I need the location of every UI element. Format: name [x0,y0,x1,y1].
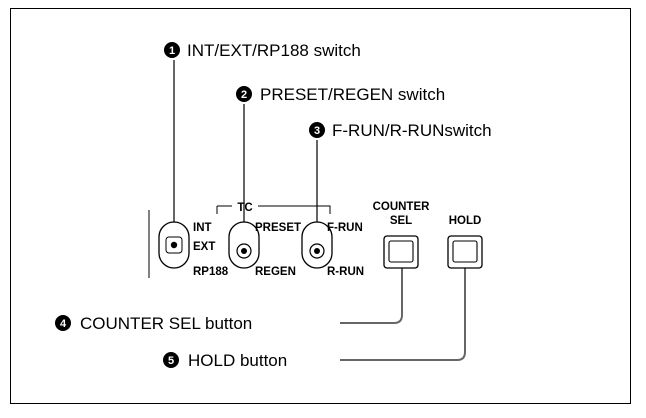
hold-label: HOLD [449,215,482,227]
int-label: INT [193,222,212,234]
callout-3-badge [309,122,325,138]
hold-button[interactable] [447,235,483,269]
callout-2-badge [236,86,252,102]
switch-2-lever [241,248,247,254]
callout-5-label: HOLD button [188,351,287,370]
callout-1-badge [164,42,180,58]
callout-4: 4 COUNTER SEL button [55,314,252,333]
leader-line-5 [340,260,466,361]
callout-1-number: 1 [169,45,175,57]
leader-lines [173,60,466,361]
switch-1-lever [170,241,178,249]
tc-group-label: TC [237,202,252,214]
regen-label: REGEN [255,266,296,278]
callout-1-label: INT/EXT/RP188 switch [187,41,361,60]
hold-button-inner [452,240,478,263]
callout-2-label: PRESET/REGEN switch [260,85,445,104]
callout-2: 2 PRESET/REGEN switch [236,85,445,104]
counter-sel-label-line2: SEL [390,215,412,227]
counter-sel-button[interactable] [383,235,419,269]
callout-5: 5 HOLD button [163,351,287,370]
r-run-label: R-RUN [327,266,364,278]
callout-5-number: 5 [168,355,174,367]
callout-3-number: 3 [314,125,320,137]
callout-4-label: COUNTER SEL button [80,314,252,333]
counter-sel-button-inner [388,240,414,263]
f-run-r-run-switch[interactable] [301,221,333,269]
callout-3-label: F-RUN/R-RUNswitch [332,121,492,140]
preset-label: PRESET [255,222,301,234]
ext-label: EXT [193,241,215,253]
callout-4-badge [55,315,71,331]
callout-5-badge [163,352,179,368]
preset-regen-switch[interactable] [228,221,260,269]
int-ext-rp188-switch[interactable] [158,221,190,269]
tc-bracket-right [258,205,331,214]
leader-line-4 [340,260,403,324]
callout-3: 3 F-RUN/R-RUNswitch [309,121,492,140]
callout-2-number: 2 [241,89,247,101]
callout-4-number: 4 [60,318,67,330]
panel-brackets [148,205,331,278]
rp188-label: RP188 [193,266,229,278]
counter-sel-label-line1: COUNTER [373,201,431,213]
f-run-label: F-RUN [327,222,363,234]
callout-1: 1 INT/EXT/RP188 switch [164,41,361,60]
switch-3-lever [314,248,320,254]
